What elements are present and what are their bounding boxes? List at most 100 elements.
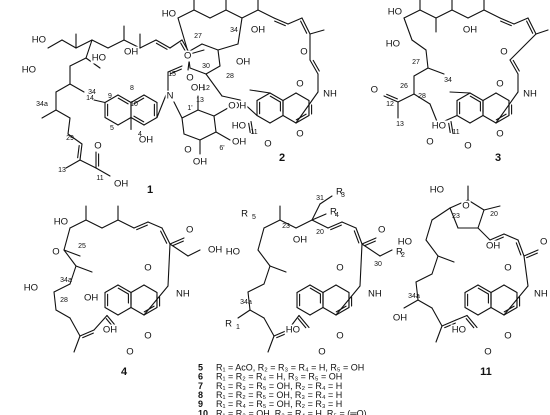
atom-label-background	[137, 134, 155, 146]
atom-label-c4-o-q2: O	[144, 331, 151, 342]
atom-label-c11-oh-side: OH	[393, 313, 407, 324]
bond	[417, 299, 433, 309]
bond	[169, 39, 183, 49]
dioxolane-bond	[205, 65, 221, 75]
double-bond	[500, 20, 512, 27]
locant-c5_10-0: 5	[252, 214, 256, 221]
ansa-chain	[225, 9, 243, 19]
locant-c1-1: 30	[202, 63, 210, 70]
compound-number-c4: 4	[121, 366, 128, 378]
double-bond	[169, 237, 185, 245]
atom-label-background	[143, 262, 153, 274]
atom-label-c3-oh-c: HO	[386, 39, 400, 50]
bond	[335, 284, 350, 294]
bond	[403, 17, 413, 41]
bond	[296, 306, 311, 316]
double-bond	[327, 221, 343, 229]
bond	[143, 284, 158, 294]
bond	[455, 314, 468, 321]
double-bond	[300, 20, 308, 34]
ansa-chain	[107, 39, 125, 49]
atom-label-background	[165, 90, 175, 102]
locant-c3-0: 27	[412, 59, 420, 66]
ansa-chain	[55, 83, 71, 93]
atom-label-background	[183, 50, 193, 62]
atom-label-c2-o-ring: O	[186, 73, 193, 84]
sugar-bond	[181, 109, 199, 119]
atom-label-c4-o-amide: O	[186, 225, 193, 236]
bond	[296, 284, 311, 294]
atom-label-c11-oh-ar: HO	[452, 325, 466, 336]
bond	[104, 116, 119, 126]
locant-c1-11: 6'	[219, 145, 224, 152]
atom-label-background	[230, 120, 247, 132]
locant-c3-1: 34	[444, 77, 452, 84]
atom-label-c1-o-carbonyl: O	[184, 51, 191, 62]
atom-label-background	[317, 346, 327, 358]
double-bond	[477, 284, 492, 294]
bond	[295, 92, 310, 102]
atom-label-background	[284, 324, 301, 336]
atom-label-c1-oh-a: HO	[32, 35, 46, 46]
acid-bond	[95, 167, 111, 177]
double-bond	[301, 17, 311, 35]
atom-label-c2-o-q1: O	[296, 79, 303, 90]
double-bond	[160, 230, 168, 244]
locant-c1-8: 4	[138, 131, 142, 138]
bond	[309, 306, 324, 316]
ansa-chain	[241, 9, 259, 19]
double-bond	[312, 59, 320, 72]
atom-label-background	[160, 8, 177, 20]
atom-label-c5_10-r4: R	[330, 207, 337, 218]
bond	[93, 314, 108, 331]
atom-label-c1-oh-acid: OH	[114, 179, 128, 190]
double-bond	[361, 237, 377, 245]
double-bond	[383, 95, 399, 103]
bond	[482, 92, 497, 102]
locant-c1-3: 34a	[36, 101, 48, 108]
double-bond	[269, 95, 281, 103]
atom-label-c3-nh: NH	[523, 89, 537, 100]
bond	[147, 221, 163, 229]
double-bond	[441, 319, 457, 327]
bond	[213, 107, 229, 117]
bond	[205, 73, 223, 97]
bond	[67, 117, 71, 135]
locant-c3-6: 11	[452, 129, 459, 136]
atom-label-background	[522, 88, 538, 100]
atom-label-background	[495, 128, 505, 140]
atom-label-c5_10-r1: R	[225, 319, 232, 330]
atom-label-background	[335, 186, 344, 198]
ansa-chain	[263, 219, 281, 229]
ansa-chain	[435, 9, 453, 19]
atom-label-background	[235, 56, 252, 68]
atom-label-background	[450, 324, 467, 336]
bond	[341, 221, 357, 229]
atom-label-background	[329, 206, 338, 218]
bond	[267, 335, 275, 353]
locant-c2-1: 28	[226, 73, 234, 80]
double-bond	[117, 284, 132, 294]
bond	[247, 291, 251, 311]
bond	[397, 93, 415, 103]
atom-label-c1-n: N	[167, 91, 174, 102]
locant-c11-0: 23	[452, 213, 460, 220]
ansa-chain	[85, 219, 103, 229]
sugar-bond	[213, 115, 217, 133]
bond	[257, 227, 265, 251]
atom-label-c2-o-lac: O	[228, 101, 235, 112]
bond	[322, 306, 337, 316]
double-bond	[335, 306, 350, 316]
double-bond	[477, 287, 489, 295]
atom-label-c4-oh-side: OH	[208, 245, 222, 256]
atom-label-c3-o-lac2: O	[464, 141, 471, 152]
bond	[143, 116, 158, 126]
atom-label-background	[461, 200, 471, 212]
locant-c1-6: 9	[108, 93, 112, 100]
ansa-chain	[69, 57, 87, 67]
locant-c2-5: 11	[250, 129, 257, 136]
bond	[287, 17, 303, 25]
atom-label-c4-oh-b: HO	[24, 283, 38, 294]
dioxolane-bond	[189, 67, 207, 75]
atom-label-c5_10-o-amide: O	[378, 225, 385, 236]
